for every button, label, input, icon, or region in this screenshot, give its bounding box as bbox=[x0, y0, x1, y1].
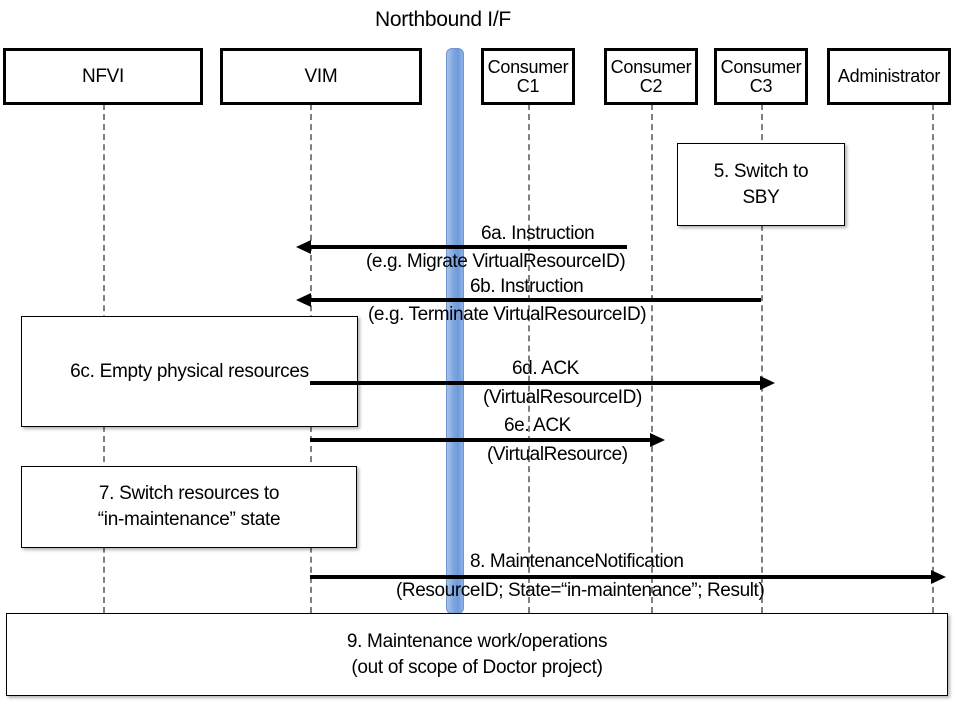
diagram-title: Northbound I/F bbox=[375, 8, 511, 31]
arrow-8-maintenance-notification bbox=[310, 570, 946, 584]
message-label-6b-line1: 6b. Instruction bbox=[470, 276, 584, 297]
actor-label-vim: VIM bbox=[304, 65, 338, 87]
actor-box-consumer-c3[interactable]: Consumer C3 bbox=[714, 48, 808, 105]
message-label-6d-line1: 6d. ACK bbox=[512, 358, 579, 379]
message-label-6b-line2: (e.g. Terminate VirtualResourceID) bbox=[368, 304, 647, 325]
note-6c-line1: 6c. Empty physical resources bbox=[70, 360, 309, 382]
message-label-6a-line2: (e.g. Migrate VirtualResourceID) bbox=[366, 251, 626, 272]
actor-label-consumer-c3-line2: C3 bbox=[749, 75, 773, 96]
note-9-line2: (out of scope of Doctor project) bbox=[351, 656, 603, 678]
message-label-6d-line2: (VirtualResourceID) bbox=[483, 387, 642, 408]
arrow-6e-ack bbox=[310, 433, 665, 447]
message-label-6e-line1: 6e. ACK bbox=[504, 415, 571, 436]
actor-label-nfvi: NFVI bbox=[81, 65, 125, 87]
actor-label-consumer-c3-line1: Consumer bbox=[720, 56, 802, 77]
message-label-8-line2: (ResourceID; State=“in-maintenance”; Res… bbox=[396, 580, 765, 601]
arrowhead-right-8 bbox=[931, 570, 946, 584]
message-label-6a-line1: 6a. Instruction bbox=[481, 223, 595, 244]
actor-box-consumer-c1[interactable]: Consumer C1 bbox=[481, 48, 575, 105]
actor-label-consumer-c1-line1: Consumer bbox=[487, 56, 569, 77]
arrow-6b-instruction bbox=[296, 293, 761, 307]
arrowhead-left-6b bbox=[296, 293, 311, 307]
note-box-switch-to-sby[interactable]: 5. Switch to SBY bbox=[677, 143, 845, 226]
actor-label-consumer-c2-line2: C2 bbox=[639, 75, 663, 96]
arrow-6d-ack bbox=[310, 376, 775, 390]
lifeline-administrator bbox=[932, 104, 934, 613]
actor-box-consumer-c2[interactable]: Consumer C2 bbox=[604, 48, 698, 105]
note-7-line2: “in-maintenance” state bbox=[97, 509, 281, 530]
actor-box-nfvi[interactable]: NFVI bbox=[3, 48, 203, 105]
actor-box-administrator[interactable]: Administrator bbox=[827, 48, 951, 105]
note-5-line1: 5. Switch to bbox=[713, 160, 809, 182]
message-label-6e-line2: (VirtualResource) bbox=[487, 444, 628, 465]
note-box-maintenance-work[interactable]: 9. Maintenance work/operations (out of s… bbox=[6, 613, 948, 696]
arrow-6a-instruction bbox=[296, 240, 627, 254]
note-box-empty-physical-resources[interactable]: 6c. Empty physical resources bbox=[21, 316, 358, 427]
arrowhead-left-6a bbox=[296, 240, 311, 254]
note-5-line2: SBY bbox=[742, 186, 780, 208]
lifeline-consumer-c1 bbox=[528, 104, 530, 613]
actor-label-consumer-c1-line2: C1 bbox=[516, 75, 540, 96]
lifeline-consumer-c3 bbox=[761, 104, 763, 613]
note-box-switch-resources-in-maintenance[interactable]: 7. Switch resources to “in-maintenance” … bbox=[21, 466, 357, 548]
arrowhead-right-6e bbox=[650, 433, 665, 447]
arrowhead-right-6d bbox=[760, 376, 775, 390]
note-7-line1: 7. Switch resources to bbox=[98, 483, 280, 505]
message-label-8-line1: 8. MaintenanceNotification bbox=[470, 551, 684, 572]
actor-label-consumer-c2-line1: Consumer bbox=[610, 56, 692, 77]
note-9-line1: 9. Maintenance work/operations bbox=[346, 630, 608, 652]
actor-label-administrator: Administrator bbox=[837, 66, 941, 87]
northbound-interface-bar bbox=[446, 48, 464, 614]
actor-box-vim[interactable]: VIM bbox=[220, 48, 422, 105]
lifeline-consumer-c2 bbox=[651, 104, 653, 613]
